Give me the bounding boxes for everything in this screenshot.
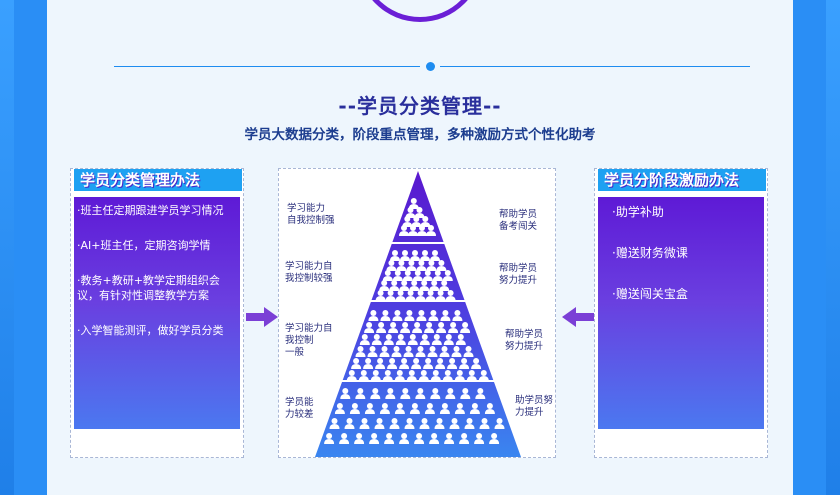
right-arrow-icon xyxy=(246,307,278,327)
divider-left xyxy=(114,66,420,67)
pyramid-graphic xyxy=(315,171,521,457)
divider-right xyxy=(440,66,750,67)
left-blue-stripe xyxy=(0,0,14,495)
pyramid-box: 学习能力 自我控制强 学习能力自 我控制较强 学习能力自 我控制 一般 学员能 … xyxy=(278,168,556,458)
tier-left-label-4: 学员能 力较差 xyxy=(285,397,314,420)
right-incentive-item: ·赠送闯关宝盒 xyxy=(612,287,688,301)
tier-left-label-3: 学习能力自 我控制 一般 xyxy=(285,323,333,358)
left-method-item: ·班主任定期跟进学员学习情况 xyxy=(77,204,224,217)
tier-right-label-4: 助学员努 力提升 xyxy=(515,395,554,418)
tier-right-label-2: 帮助学员 努力提升 xyxy=(499,263,538,286)
section-subtitle: 学员大数据分类，阶段重点管理，多种激励方式个性化助考 xyxy=(244,127,596,143)
left-arrow-icon xyxy=(562,307,594,327)
left-method-item: ·AI+班主任，定期咨询学情 xyxy=(77,239,211,252)
right-incentive-item: ·赠送财务微课 xyxy=(612,246,688,260)
section-title: --学员分类管理-- xyxy=(338,94,502,118)
right-incentives-heading: 学员分阶段激励办法 xyxy=(598,169,766,191)
left-method-item: ·入学智能测评，做好学员分类 xyxy=(77,324,224,337)
divider-dot xyxy=(426,62,435,71)
tier-left-label-1: 学习能力 自我控制强 xyxy=(287,203,335,226)
tier-right-label-3: 帮助学员 努力提升 xyxy=(505,329,544,352)
right-incentives-box: 学员分阶段激励办法 ·助学补助 ·赠送财务微课 ·赠送闯关宝盒 xyxy=(594,168,768,458)
right-blue-stripe xyxy=(826,0,840,495)
left-method-item: ·教务+教研+教学定期组织会议，有针对性调整教学方案 xyxy=(77,274,220,302)
right-incentive-item: ·助学补助 xyxy=(612,205,664,219)
left-methods-list: ·班主任定期跟进学员学习情况 ·AI+班主任，定期咨询学情 ·教务+教研+教学定… xyxy=(74,197,240,429)
tier-right-label-1: 帮助学员 备考闯关 xyxy=(499,209,538,232)
tier-left-label-2: 学习能力自 我控制较强 xyxy=(285,261,333,284)
right-incentives-list: ·助学补助 ·赠送财务微课 ·赠送闯关宝盒 xyxy=(598,197,764,429)
left-methods-box: 学员分类管理办法 ·班主任定期跟进学员学习情况 ·AI+班主任，定期咨询学情 ·… xyxy=(70,168,244,458)
left-methods-heading: 学员分类管理办法 xyxy=(74,169,242,191)
